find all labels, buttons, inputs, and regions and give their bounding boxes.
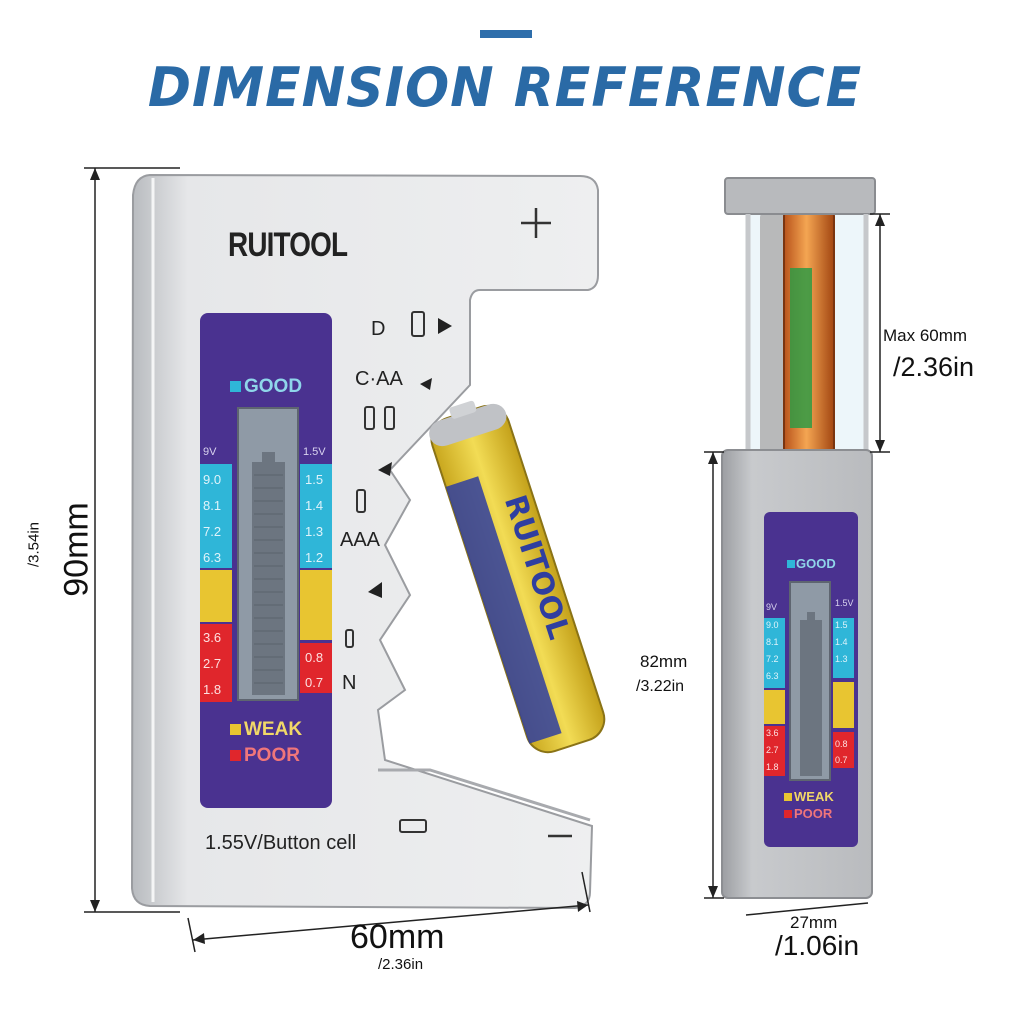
side-scale-9v-value: 9.0 <box>766 620 779 630</box>
max-mm-label: Max 60mm <box>883 326 968 345</box>
side-height-mm-label: 82mm <box>640 652 688 671</box>
side-scale-9v-value: 8.1 <box>766 637 779 647</box>
side-scale-15v-value: 1.5 <box>835 620 848 630</box>
c-battery-icon <box>364 406 375 430</box>
good-scale-15v <box>300 464 332 568</box>
side-scale-9v-value: 7.2 <box>766 654 779 664</box>
side-top-clamp <box>724 177 876 215</box>
side-scale-15v-value: 0.8 <box>835 739 848 749</box>
side-poor-legend-icon <box>784 810 792 818</box>
height-mm-label: 90mm <box>57 502 96 597</box>
side-weak-scale-15v <box>833 682 854 728</box>
side-weak-label: WEAK <box>794 789 834 804</box>
scale-9v-value: 7.2 <box>203 524 222 539</box>
side-weak-scale-9v <box>764 690 785 724</box>
weak-scale-15v <box>300 570 332 640</box>
poor-label: POOR <box>244 745 300 766</box>
button-cell-label: 1.55V/Button cell <box>205 832 357 854</box>
scale-9v-value: 3.6 <box>203 630 222 645</box>
width-mm-label: 60mm <box>350 918 445 956</box>
slot-label-d: D <box>371 318 386 340</box>
good-label: GOOD <box>244 376 303 397</box>
side-scale-header-9v: 9V <box>766 602 778 612</box>
scale-header-9v: 9V <box>203 446 217 458</box>
lcd-segments <box>254 474 283 684</box>
width-dimension-line <box>192 904 589 941</box>
title-accent-bar <box>480 30 532 38</box>
weak-scale-9v <box>200 570 232 622</box>
d-arrow-icon <box>438 318 452 334</box>
weak-label: WEAK <box>244 719 303 740</box>
side-poor-label: POOR <box>794 806 833 821</box>
plus-terminal-icon <box>521 208 551 238</box>
side-weak-legend-icon <box>784 793 792 801</box>
button-cell-slot <box>378 768 591 822</box>
side-scale-9v-value: 3.6 <box>766 728 779 738</box>
aaa-battery-icon <box>356 489 366 513</box>
width-in-label: /2.36in <box>378 956 424 973</box>
side-poor-scale-9v <box>764 726 785 776</box>
side-width-mm-label: 27mm <box>790 913 838 932</box>
side-scale-15v-value: 1.4 <box>835 637 848 647</box>
scale-header-15v: 1.5V <box>303 446 326 458</box>
scale-15v-value: 1.5 <box>305 472 324 487</box>
scale-15v-value: 0.7 <box>305 675 324 690</box>
poor-scale-9v <box>200 624 232 702</box>
scale-9v-value: 6.3 <box>203 550 222 565</box>
side-height-in-label: /3.22in <box>636 678 685 695</box>
side-poor-scale-15v <box>833 732 854 768</box>
aa-battery: RUITOOL <box>429 400 606 754</box>
slot-label-aaa: AAA <box>340 529 381 551</box>
max-in-label: /2.36in <box>893 352 975 382</box>
side-width-in-label: /1.06in <box>775 930 860 961</box>
side-good-label: GOOD <box>796 556 836 571</box>
page-title: DIMENSION REFERENCE <box>147 56 863 120</box>
c-aa-arrow-icon <box>420 378 432 390</box>
side-scale-header-15v: 1.5V <box>835 598 854 608</box>
side-scale-9v-value: 1.8 <box>766 762 779 772</box>
side-tester <box>721 177 876 899</box>
side-good-scale-15v <box>833 618 854 678</box>
side-battery-label <box>790 268 812 428</box>
lcd-battery-shape <box>252 452 285 695</box>
n-arrow-icon <box>368 582 382 598</box>
front-tester: RUITOOL <box>130 173 606 910</box>
weak-legend-icon <box>230 724 241 735</box>
scale-9v-value: 2.7 <box>203 656 222 671</box>
scale-9v-value: 8.1 <box>203 498 222 513</box>
slot-label-n: N <box>342 672 357 694</box>
scale-9v-value: 1.8 <box>203 682 222 697</box>
dimension-arrowheads <box>90 168 885 944</box>
brand-logo: RUITOOL <box>228 226 348 264</box>
side-lcd-battery-shape <box>800 612 822 776</box>
side-scale-15v-value: 0.7 <box>835 755 848 765</box>
good-legend-icon <box>230 381 241 392</box>
side-scale-9v-value: 6.3 <box>766 671 779 681</box>
scale-15v-value: 1.4 <box>305 498 324 513</box>
n-battery-icon <box>345 629 354 648</box>
good-scale-9v <box>200 464 232 568</box>
scale-15v-value: 1.3 <box>305 524 324 539</box>
d-battery-icon <box>411 311 425 337</box>
side-width-dimension-line <box>745 902 869 916</box>
side-good-scale-9v <box>764 618 785 688</box>
side-scale-9v-value: 2.7 <box>766 745 779 755</box>
slot-label-c-aa: C·AA <box>355 368 403 390</box>
height-in-label: /3.54in <box>25 521 43 568</box>
scale-15v-value: 0.8 <box>305 650 324 665</box>
dimension-lines <box>84 167 890 953</box>
poor-legend-icon <box>230 750 241 761</box>
scale-9v-value: 9.0 <box>203 472 222 487</box>
side-scale-15v-value: 1.3 <box>835 654 848 664</box>
aaa-arrow-icon <box>378 462 392 476</box>
button-cell-icon <box>399 819 427 833</box>
aa-battery-icon <box>384 406 395 430</box>
poor-scale-15v <box>300 643 332 693</box>
side-good-legend-icon <box>787 560 795 568</box>
scale-15v-value: 1.2 <box>305 550 324 565</box>
